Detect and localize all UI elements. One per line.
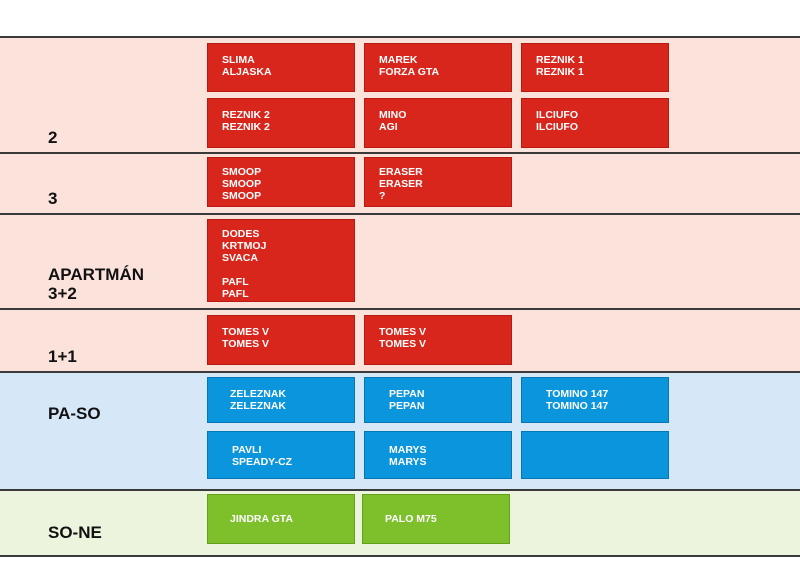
box-line: PALO M75 — [385, 513, 437, 525]
booking-box[interactable]: MAREK FORZA GTA — [364, 43, 512, 92]
box-line: TOMES V — [379, 338, 427, 350]
box-line: MAREK — [379, 54, 418, 66]
section-label: 3 — [48, 189, 58, 208]
booking-box[interactable]: MARYS MARYS — [364, 431, 512, 479]
box-line: ZELEZNAK — [230, 388, 286, 400]
box-line: REZNIK 1 — [536, 66, 584, 78]
booking-box[interactable]: ZELEZNAK ZELEZNAK — [207, 377, 355, 423]
box-line: TOMES V — [222, 326, 270, 338]
box-line: TOMES V — [379, 326, 427, 338]
section-label: 2 — [48, 128, 58, 147]
box-line: PAFL — [222, 276, 249, 288]
box-line: JINDRA GTA — [230, 513, 293, 525]
booking-box[interactable]: ILCIUFO ILCIUFO — [521, 98, 669, 148]
box-line: PEPAN — [389, 388, 425, 400]
box-line: ERASER — [379, 178, 423, 190]
box-line: DODES — [222, 228, 260, 240]
box-line: ERASER — [379, 166, 423, 178]
box-line: SMOOP — [222, 190, 262, 202]
booking-box[interactable]: PAVLI SPEADY-CZ — [207, 431, 355, 479]
box-line: ALJASKA — [222, 66, 272, 78]
booking-box[interactable]: PALO M75 — [362, 494, 510, 544]
box-line: ZELEZNAK — [230, 400, 286, 412]
booking-box[interactable]: JINDRA GTA — [207, 494, 355, 544]
box-line: SLIMA — [222, 54, 255, 66]
box-line: REZNIK 2 — [222, 121, 270, 133]
booking-box[interactable]: MINO AGI — [364, 98, 512, 148]
box-line: TOMES V — [222, 338, 270, 350]
booking-box-empty[interactable] — [521, 431, 669, 479]
box-line: MARYS — [389, 444, 427, 456]
booking-box[interactable]: DODES KRTMOJ SVACA PAFL PAFL — [207, 219, 355, 302]
box-line: AGI — [379, 121, 398, 133]
box-line: MINO — [379, 109, 407, 121]
section-apartman-3-2: APARTMÁN 3+2 — [0, 213, 800, 308]
bottom-divider — [0, 555, 800, 557]
section-label: PA-SO — [48, 404, 101, 423]
section-label: SO-NE — [48, 523, 102, 542]
box-line: REZNIK 2 — [222, 109, 270, 121]
box-line: FORZA GTA — [379, 66, 440, 78]
box-line: ILCIUFO — [536, 109, 578, 121]
box-line: PEPAN — [389, 400, 425, 412]
section-label-line: 3+2 — [48, 284, 77, 303]
section-label: APARTMÁN 3+2 — [48, 265, 144, 303]
booking-box[interactable]: SLIMA ALJASKA — [207, 43, 355, 92]
box-line: ? — [379, 190, 386, 202]
box-line: PAVLI — [232, 444, 262, 456]
section-label: 1+1 — [48, 347, 77, 366]
box-line: SMOOP — [222, 166, 262, 178]
box-line: SMOOP — [222, 178, 262, 190]
box-line: TOMINO 147 — [546, 388, 609, 400]
box-line: REZNIK 1 — [536, 54, 584, 66]
box-line: ILCIUFO — [536, 121, 578, 133]
booking-box[interactable]: TOMES V TOMES V — [207, 315, 355, 365]
booking-box[interactable]: REZNIK 2 REZNIK 2 — [207, 98, 355, 148]
booking-box[interactable]: PEPAN PEPAN — [364, 377, 512, 423]
box-line: SPEADY-CZ — [232, 456, 293, 468]
booking-box[interactable]: REZNIK 1 REZNIK 1 — [521, 43, 669, 92]
box-line: PAFL — [222, 288, 249, 300]
booking-box[interactable]: SMOOP SMOOP SMOOP — [207, 157, 355, 207]
box-line: MARYS — [389, 456, 427, 468]
booking-box[interactable]: TOMES V TOMES V — [364, 315, 512, 365]
box-line: KRTMOJ — [222, 240, 267, 252]
section-label-line: APARTMÁN — [48, 265, 145, 284]
booking-box[interactable]: TOMINO 147 TOMINO 147 — [521, 377, 669, 423]
box-line: SVACA — [222, 252, 258, 264]
booking-box[interactable]: ERASER ERASER ? — [364, 157, 512, 207]
box-line: TOMINO 147 — [546, 400, 609, 412]
